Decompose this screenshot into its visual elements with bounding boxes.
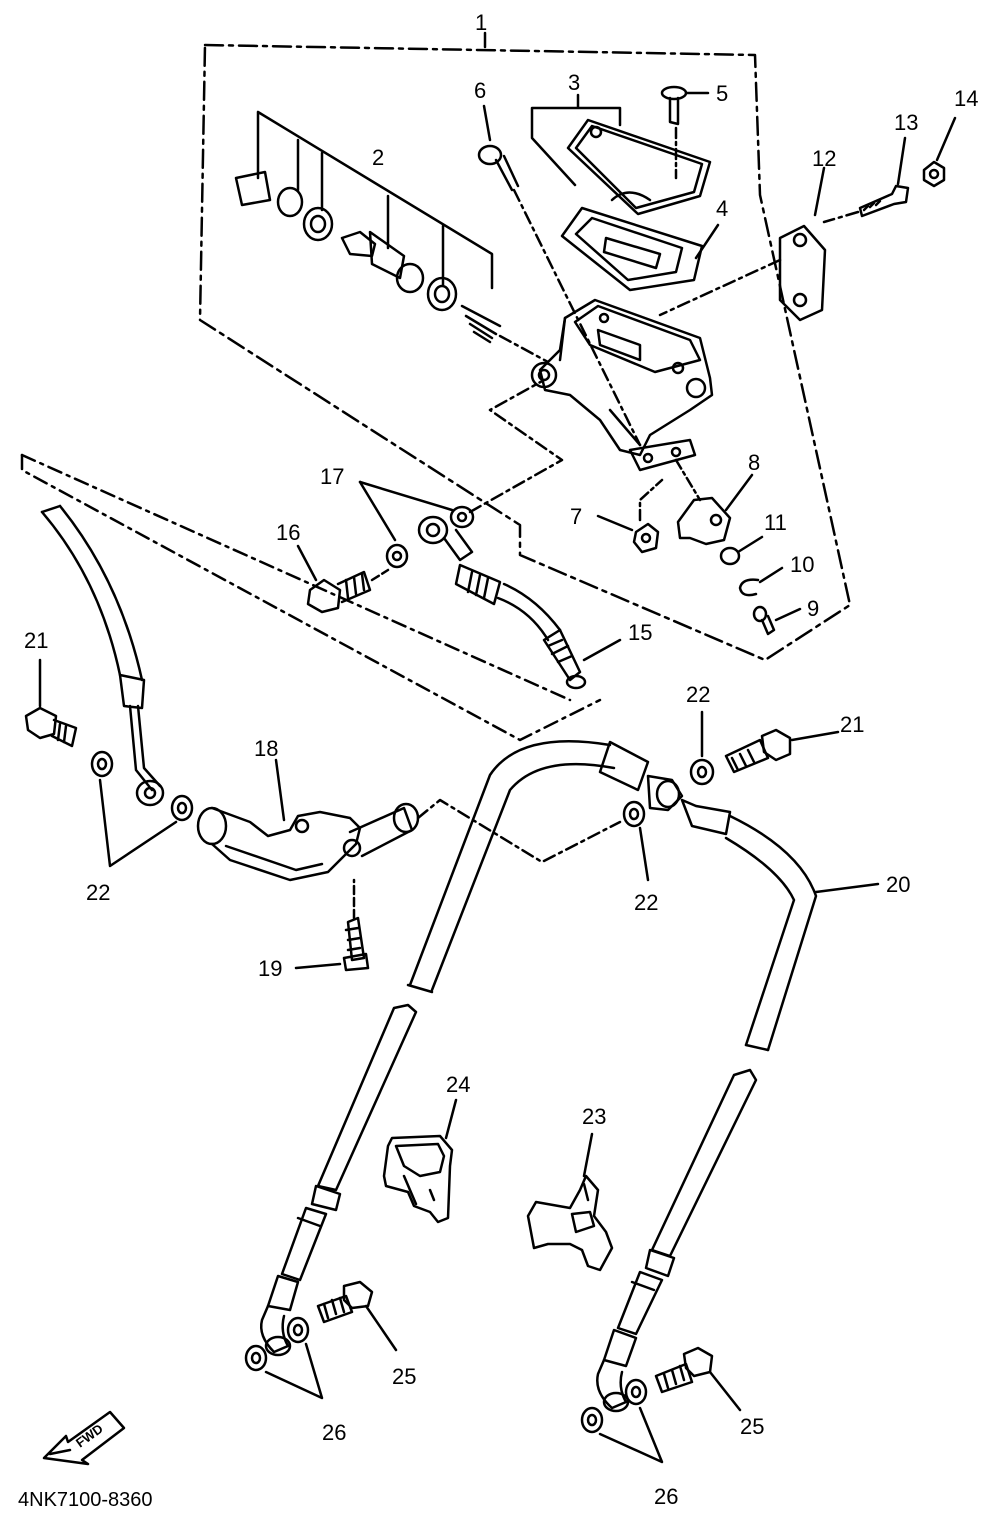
leader-22-left — [98, 778, 178, 868]
callout-20: 20 — [886, 872, 910, 897]
callout-25-left: 25 — [392, 1364, 416, 1389]
fwd-arrow-icon — [42, 1410, 126, 1466]
callout-2: 2 — [372, 145, 384, 170]
nut-14 — [922, 116, 957, 188]
callout-21-left: 21 — [24, 628, 48, 653]
leader-17b — [358, 480, 397, 542]
flow-line-upper — [20, 453, 572, 702]
callout-7: 7 — [570, 504, 582, 529]
callout-10: 10 — [790, 552, 814, 577]
bolt-13 — [822, 136, 910, 224]
callout-23: 23 — [582, 1104, 606, 1129]
callout-17: 17 — [320, 464, 344, 489]
clip-10 — [738, 566, 784, 597]
washer-11 — [719, 535, 764, 566]
callout-4: 4 — [716, 196, 728, 221]
callout-9: 9 — [807, 596, 819, 621]
washer-22-upper-right — [689, 710, 715, 786]
assembly-boundary — [198, 43, 852, 662]
callout-24: 24 — [446, 1072, 470, 1097]
bolt-21-right — [724, 728, 840, 774]
labels: 1 2 3 4 5 6 7 8 9 10 11 12 13 14 15 16 1… — [18, 10, 978, 1511]
joint-pipe-18 — [196, 758, 622, 882]
bleed-screw — [477, 104, 642, 447]
callout-6: 6 — [474, 78, 486, 103]
flow-line-17 — [468, 378, 564, 514]
clamp-24 — [382, 1098, 458, 1224]
washer-22-mid — [622, 800, 650, 882]
diaphragm — [560, 206, 720, 292]
callout-22-upper-right: 22 — [686, 682, 710, 707]
holder-12 — [658, 166, 827, 322]
hose-20-upper — [406, 740, 880, 1052]
bolt-25-right — [654, 1346, 742, 1412]
callout-22-left: 22 — [86, 880, 110, 905]
callout-26-right: 26 — [654, 1484, 678, 1509]
hose-right-lower — [580, 1068, 758, 1464]
bolt-19 — [294, 878, 370, 972]
screw-5 — [660, 85, 710, 180]
callout-11: 11 — [764, 510, 787, 535]
callout-18: 18 — [254, 736, 278, 761]
callout-12: 12 — [812, 146, 836, 171]
callout-21-right: 21 — [840, 712, 864, 737]
master-cylinder-body — [530, 298, 714, 472]
washer-22-left-a — [90, 750, 114, 778]
callout-25-right: 25 — [740, 1414, 764, 1439]
diagram-code: 4NK7100-8360 — [18, 1489, 153, 1511]
callout-3: 3 — [568, 70, 580, 95]
pivot-nut-7 — [596, 478, 664, 554]
callout-26-left: 26 — [322, 1420, 346, 1445]
bolt-25-left — [316, 1280, 398, 1352]
hose-15 — [417, 515, 622, 690]
callout-22-mid: 22 — [634, 890, 658, 915]
callout-16: 16 — [276, 520, 300, 545]
reservoir-cap — [530, 93, 712, 216]
switch-8 — [674, 458, 754, 546]
clamp-23 — [526, 1132, 614, 1272]
callout-8: 8 — [748, 450, 760, 475]
washer-17-upper — [449, 505, 475, 529]
flow-line-main — [20, 453, 602, 742]
bolt-21-left — [24, 658, 78, 748]
callout-15: 15 — [628, 620, 652, 645]
callout-14: 14 — [954, 86, 978, 111]
hose-left-upper — [40, 504, 165, 807]
hose-left-lower — [244, 1003, 418, 1400]
screw-9 — [752, 605, 802, 636]
washer-22-left-b — [170, 794, 194, 822]
callout-1: 1 — [475, 10, 487, 35]
piston-kit — [234, 110, 550, 364]
union-bolt-16 — [296, 544, 390, 614]
washer-17-lower — [385, 543, 409, 569]
callout-19: 19 — [258, 956, 282, 981]
callout-5: 5 — [716, 81, 728, 106]
leader-17a — [358, 480, 454, 512]
callout-13: 13 — [894, 110, 918, 135]
